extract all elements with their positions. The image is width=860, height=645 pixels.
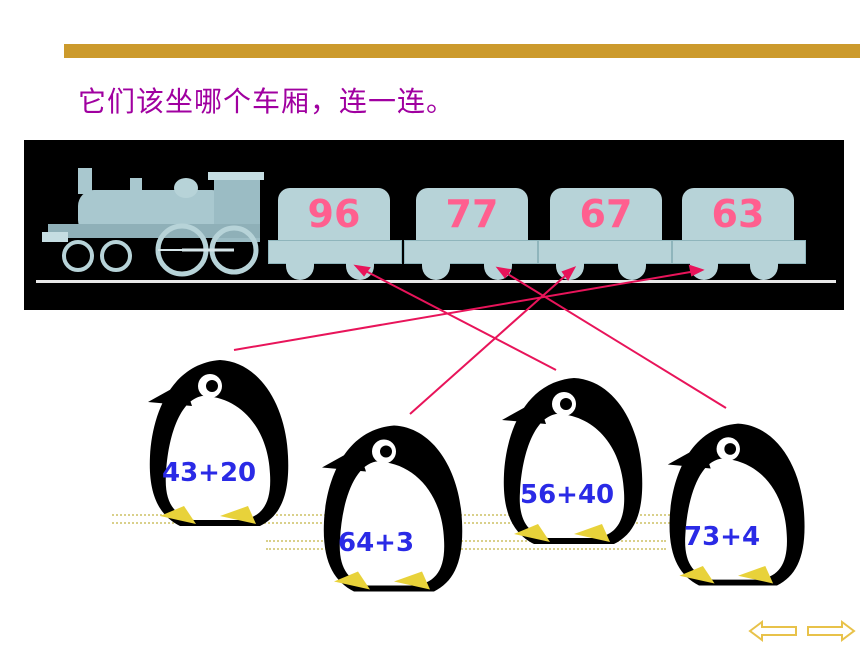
car-number: 63	[711, 192, 765, 236]
grass-strip	[266, 540, 666, 550]
wheel-icon	[690, 260, 718, 280]
penguin-icon	[148, 360, 289, 526]
penguin-icon	[667, 423, 805, 586]
penguin-expression: 73+4	[684, 522, 761, 552]
penguin-expression: 56+40	[520, 480, 615, 510]
train-scene: 96 77 67 63	[24, 140, 844, 310]
penguin-expression: 64+3	[338, 528, 415, 558]
train-car-4[interactable]: 63	[682, 188, 794, 240]
arrow-right-icon[interactable]	[806, 620, 856, 642]
train-car-1[interactable]: 96	[278, 188, 390, 240]
car-number: 77	[445, 192, 499, 236]
wheel-icon	[346, 260, 374, 280]
train-car-3[interactable]: 67	[550, 188, 662, 240]
penguin-icon	[502, 378, 643, 544]
penguin-icon	[322, 425, 463, 592]
train-car-2[interactable]: 77	[416, 188, 528, 240]
page-title: 它们该坐哪个车厢，连一连。	[78, 85, 456, 118]
wheel-icon	[556, 260, 584, 280]
penguin-1[interactable]	[140, 356, 300, 531]
wheel-icon	[618, 260, 646, 280]
wheel-icon	[750, 260, 778, 280]
wheel-icon	[286, 260, 314, 280]
wheel-icon	[484, 260, 512, 280]
penguin-4[interactable]	[660, 416, 816, 594]
penguin-expression: 43+20	[162, 458, 257, 488]
locomotive-icon	[42, 168, 264, 277]
penguin-3[interactable]	[494, 374, 654, 549]
header-bar	[64, 44, 860, 58]
rail-track	[36, 280, 836, 283]
car-number: 96	[307, 192, 361, 236]
arrow-left-icon[interactable]	[748, 620, 798, 642]
wheel-icon	[422, 260, 450, 280]
car-number: 67	[579, 192, 633, 236]
penguin-2[interactable]	[314, 420, 474, 598]
